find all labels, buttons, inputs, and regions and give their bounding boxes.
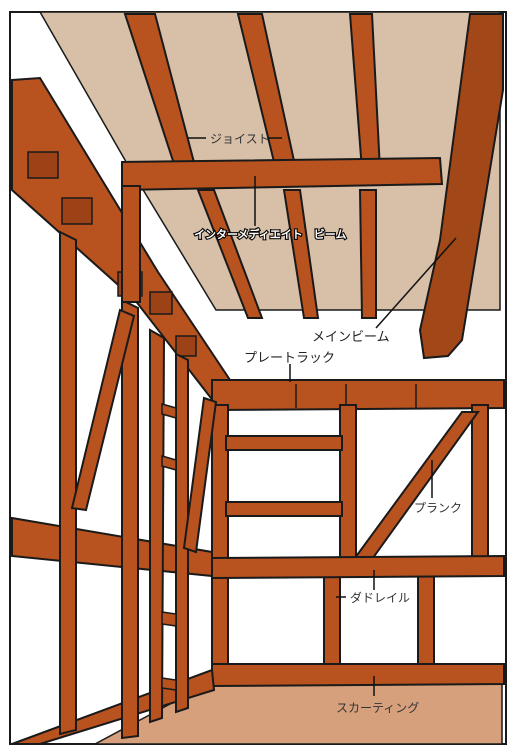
label-intermediate-beam: インターメディエイト ビーム bbox=[194, 227, 346, 241]
left-brace-2 bbox=[182, 396, 218, 554]
skirting bbox=[211, 663, 505, 688]
main-beam bbox=[418, 13, 504, 360]
leader-lines bbox=[188, 137, 457, 696]
joists bbox=[123, 13, 382, 319]
joist-5 bbox=[282, 189, 320, 319]
plate-track bbox=[211, 379, 505, 412]
left-wall-studs bbox=[59, 185, 189, 740]
label-plank: プランク bbox=[414, 501, 462, 515]
left-brace-1 bbox=[70, 308, 136, 512]
dado-rail bbox=[211, 554, 505, 580]
joist-4 bbox=[196, 189, 264, 319]
intermediate-beam bbox=[121, 156, 444, 192]
label-plate-track: プレートラック bbox=[244, 351, 335, 366]
back-wall-rails bbox=[225, 435, 343, 517]
left-wall-rails bbox=[161, 403, 177, 691]
label-main-beam: メインビーム bbox=[312, 330, 390, 345]
label-skirting: スカーティング bbox=[336, 701, 419, 715]
label-dado-rail: ダドレイル bbox=[350, 590, 410, 605]
joist-6 bbox=[358, 189, 377, 319]
label-joist: ジョイスト bbox=[210, 132, 270, 146]
